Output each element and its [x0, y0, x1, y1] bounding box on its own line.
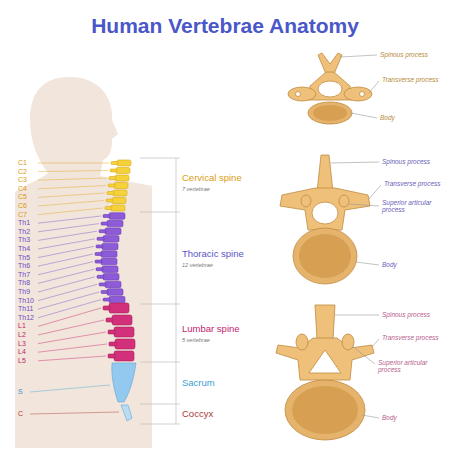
part-label: Spinous process: [382, 311, 430, 318]
thoracic-vertebra-drawing: [280, 155, 370, 284]
cervical-vertebrae: [105, 160, 131, 211]
part-label: Superior articular process: [378, 359, 440, 374]
vertebra-label: C7: [18, 211, 27, 219]
lumbar-vertebrae: [103, 303, 135, 361]
section-label: Sacrum: [182, 378, 215, 389]
part-label: Transverse process: [382, 334, 439, 341]
vertebra-label: Th2: [18, 228, 30, 236]
part-label: Body: [382, 414, 397, 421]
vertebra-label: Th4: [18, 245, 30, 253]
section-count: 5 vertebrae: [182, 337, 210, 343]
part-label: Body: [380, 114, 395, 121]
part-label: Superior articular process: [382, 199, 442, 214]
section-label: Lumbar spine: [182, 324, 240, 335]
vertebra-label: S: [18, 388, 23, 396]
vertebra-label: L2: [18, 331, 26, 339]
body-silhouette: [15, 77, 152, 448]
section-label: Cervical spine: [182, 173, 242, 184]
vertebra-label: L5: [18, 357, 26, 365]
part-label: Spinous process: [382, 158, 430, 165]
vertebra-label: Th5: [18, 254, 30, 262]
section-brackets: [140, 158, 180, 424]
vertebra-label: C5: [18, 193, 27, 201]
vertebra-label: L3: [18, 340, 26, 348]
section-count: 7 vertebrae: [182, 186, 210, 192]
vertebra-label: Th8: [18, 279, 30, 287]
vertebra-label: C: [18, 410, 23, 418]
vertebra-label: C2: [18, 168, 27, 176]
part-label: Spinous process: [380, 51, 428, 58]
vertebra-label: L4: [18, 348, 26, 356]
section-count: 12 vertebrae: [182, 262, 213, 268]
coccyx-bone: [121, 405, 132, 421]
vertebra-label: Th9: [18, 288, 30, 296]
vertebra-label: Th10: [18, 297, 34, 305]
lumbar-vertebra-drawing: [276, 305, 374, 440]
part-leader-lines: [330, 55, 381, 418]
section-label: Thoracic spine: [182, 249, 244, 260]
part-label: Body: [382, 261, 397, 268]
diagram-title: Human Vertebrae Anatomy: [0, 14, 450, 38]
vertebra-label: Th11: [18, 305, 33, 313]
vertebra-label: L1: [18, 322, 26, 330]
vertebra-label: Th3: [18, 236, 30, 244]
sacrum-bone: [112, 363, 136, 402]
vertebra-label: Th1: [18, 219, 30, 227]
vertebra-label: Th6: [18, 262, 30, 270]
vertebra-label: C4: [18, 185, 27, 193]
part-label: Transverse process: [384, 180, 441, 187]
vertebra-label: C1: [18, 159, 27, 167]
thoracic-vertebrae: [95, 213, 125, 303]
cervical-vertebra-drawing: [288, 53, 372, 124]
leader-lines: [30, 163, 119, 414]
section-label: Coccyx: [182, 409, 213, 420]
vertebra-label: Th12: [18, 314, 34, 322]
vertebra-label: C6: [18, 202, 27, 210]
vertebra-label: C3: [18, 176, 27, 184]
vertebra-label: Th7: [18, 271, 30, 279]
part-label: Transverse process: [382, 76, 439, 83]
